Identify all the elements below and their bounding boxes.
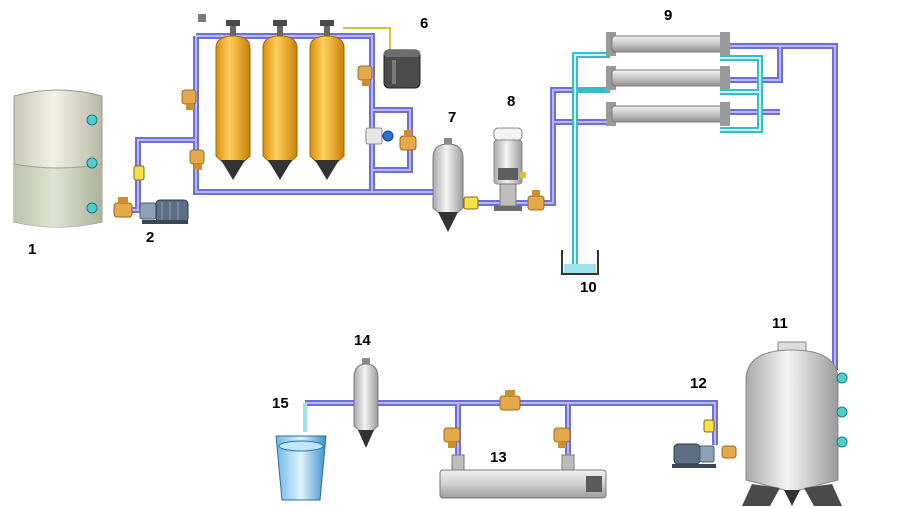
uv-sterilizer-icon (439, 454, 607, 499)
flowmeter-icon (133, 165, 145, 181)
level-sensor-icon (836, 436, 848, 448)
check-valve-icon (365, 127, 394, 145)
uv-inlet-valve-icon (443, 427, 461, 448)
level-sensor-icon (836, 372, 848, 384)
label-high-pressure-pump: 8 (507, 93, 515, 110)
tank-outlet-valve-icon (113, 197, 133, 218)
membrane-housing (606, 32, 730, 56)
labels: 1 2 6 7 8 9 10 11 12 13 14 15 (28, 7, 788, 466)
level-sensor-icon (86, 157, 98, 169)
flowmeter-icon (463, 196, 479, 210)
label-uv-sterilizer: 13 (490, 449, 507, 466)
security-filter-icon (432, 138, 464, 232)
ro-membrane-housings (606, 32, 730, 126)
level-sensor-icon (836, 406, 848, 418)
filter-vessel (215, 20, 251, 180)
filter-drain-valve-icon (189, 149, 205, 170)
label-ro-membranes: 9 (664, 7, 672, 24)
uv-outlet-valve-icon (553, 427, 571, 448)
label-dosing-tank: 6 (420, 15, 428, 32)
drain-beaker-icon (561, 250, 599, 275)
pure-water-tank (742, 341, 848, 506)
precision-filter-icon (353, 358, 379, 448)
filter-vessel (309, 20, 345, 180)
label-pure-water-tank: 11 (772, 315, 788, 332)
raw-water-pump-icon (139, 199, 189, 224)
media-filter-vessels (215, 20, 345, 180)
product-water-glass-icon (275, 403, 327, 501)
label-drain: 10 (580, 279, 597, 296)
membrane-housing (606, 66, 730, 90)
label-raw-water-pump: 2 (146, 229, 154, 246)
concentrate-drain-highlight (574, 54, 761, 265)
bypass-valve-icon (399, 130, 417, 151)
pure-water-pump-icon (672, 419, 716, 468)
level-sensor-icon (86, 114, 98, 126)
dosing-tank-icon (343, 27, 421, 89)
label-product-water: 15 (272, 395, 289, 412)
raw-water-tank (13, 89, 103, 228)
label-pure-water-pump: 12 (690, 375, 707, 392)
membrane-housing (606, 102, 730, 126)
hp-pump-outlet-valve-icon (527, 190, 545, 211)
high-pressure-pump-icon (493, 127, 526, 211)
filter-outlet-valve-icon (357, 65, 373, 86)
pump-inlet-valve-icon (721, 445, 737, 459)
level-sensor-icon (86, 202, 98, 214)
label-raw-water-tank: 1 (28, 241, 36, 258)
label-security-filter: 7 (448, 109, 456, 126)
air-vent-icon (198, 14, 206, 22)
filter-vessel (262, 20, 298, 180)
filter-inlet-valve-icon (181, 89, 197, 110)
uv-bypass-valve-icon (499, 390, 521, 411)
label-precision-filter: 14 (354, 332, 371, 349)
